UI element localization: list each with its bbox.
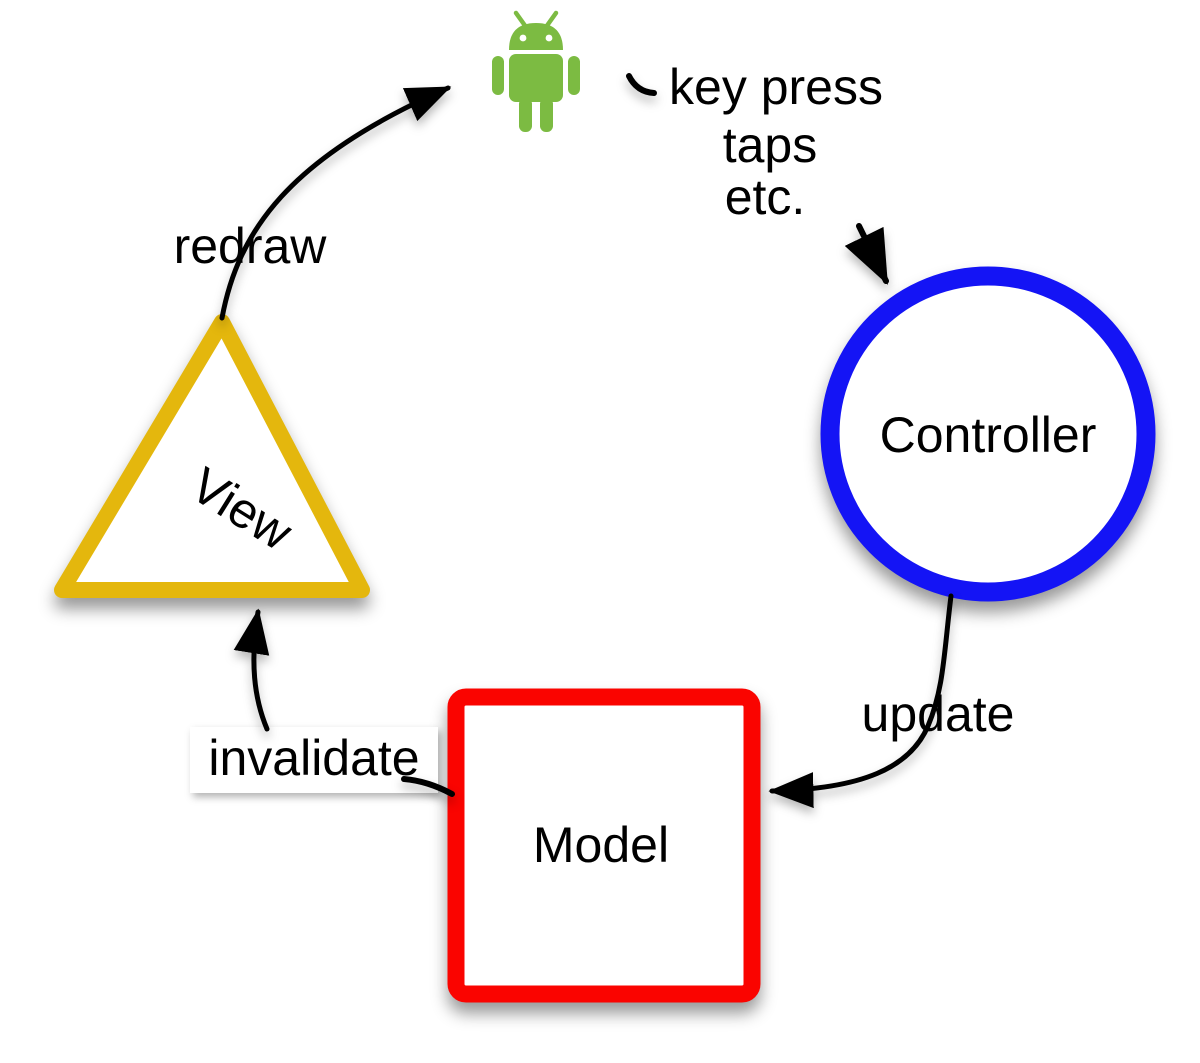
android-arm-right bbox=[568, 56, 580, 95]
input-events-arrow bbox=[844, 223, 889, 285]
redraw-label: redraw bbox=[174, 218, 328, 274]
invalidate-label: invalidate bbox=[208, 730, 419, 786]
android-eye-right bbox=[545, 34, 553, 42]
android-arm-left bbox=[492, 56, 504, 95]
android-robot-icon bbox=[492, 10, 580, 132]
android-leg-right bbox=[540, 98, 553, 132]
invalidate-label-box bbox=[190, 727, 438, 793]
invalidate-arrow bbox=[233, 608, 270, 732]
model-square bbox=[447, 688, 761, 1003]
input-events-line3: etc. bbox=[725, 169, 806, 225]
model-label: Model bbox=[533, 817, 669, 873]
controller-label: Controller bbox=[880, 407, 1097, 463]
android-eye-left bbox=[519, 34, 527, 42]
input-events-tick-stroke bbox=[626, 73, 657, 96]
input-events-line2: taps bbox=[723, 117, 818, 173]
invalidate-connector-line bbox=[401, 776, 455, 797]
update-arrow bbox=[768, 593, 954, 809]
controller-circle bbox=[820, 266, 1156, 602]
redraw-arrow bbox=[219, 85, 452, 321]
android-body bbox=[509, 54, 563, 102]
input-events-line1: key press bbox=[669, 59, 883, 115]
android-leg-left bbox=[519, 98, 532, 132]
android-head bbox=[509, 23, 563, 50]
view-triangle bbox=[54, 314, 370, 598]
